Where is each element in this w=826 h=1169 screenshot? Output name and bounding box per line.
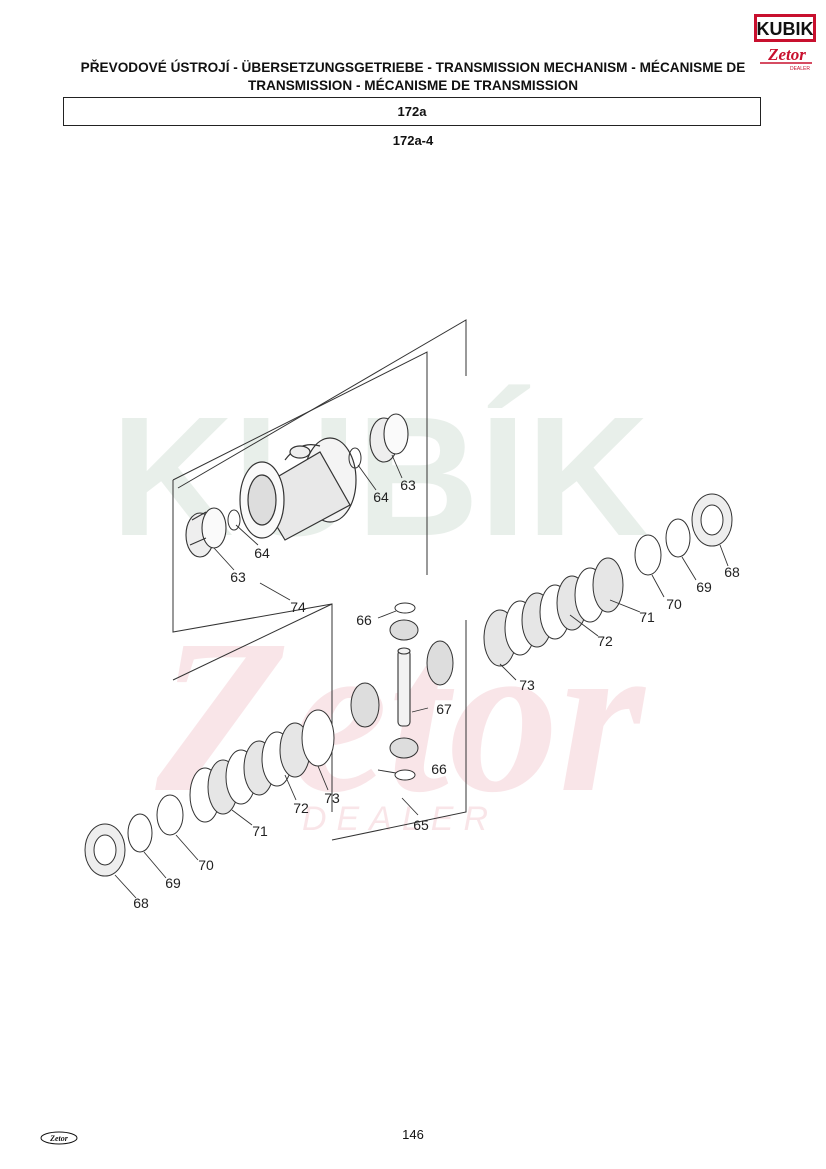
section-code-box: 172a <box>63 97 761 126</box>
spacer-70-right <box>634 534 662 576</box>
page-title-line-1: PŘEVODOVÉ ÚSTROJÍ - ÜBERSETZUNGSGETRIEBE… <box>80 60 746 75</box>
callout-69-right: 69 <box>696 579 712 595</box>
bearing-68-right <box>691 493 733 547</box>
callout-64-right: 64 <box>373 489 389 505</box>
callout-70-left: 70 <box>198 857 214 873</box>
spacer-70-left <box>156 794 184 836</box>
section-code: 172a <box>397 104 427 119</box>
bearing-63-right <box>369 413 409 463</box>
footer-zetor-logo: Zetor <box>40 1131 78 1145</box>
callout-67: 67 <box>436 701 452 717</box>
callout-70-right: 70 <box>666 596 682 612</box>
bearing-68-left <box>84 823 126 877</box>
ring-64-right <box>348 447 362 469</box>
pinion-shaft-67 <box>397 647 411 727</box>
callout-69-left: 69 <box>165 875 181 891</box>
subsection-code: 172a-4 <box>392 133 434 148</box>
callout-63-right: 63 <box>400 477 416 493</box>
clutch-pack-left <box>189 709 335 823</box>
leader-lines <box>114 454 729 899</box>
differential-housing <box>239 437 357 541</box>
callout-73-left: 73 <box>324 790 340 806</box>
logo-brand-text: KUBIK <box>757 19 814 39</box>
planet-gear-top <box>389 602 419 641</box>
clutch-pack-right <box>483 557 624 667</box>
callout-65: 65 <box>413 817 429 833</box>
assembly-74-frame <box>172 319 467 841</box>
callout-66-bottom: 66 <box>431 761 447 777</box>
callout-73-right: 73 <box>519 677 535 693</box>
callout-72-right: 72 <box>597 633 613 649</box>
logo-sub-brand-text: Zetor <box>767 45 806 64</box>
side-gear-right <box>426 640 454 686</box>
circlip-69-right <box>665 518 691 558</box>
bearing-63-left <box>185 507 227 558</box>
kubik-zetor-logo: KUBIK Zetor DEALER <box>754 14 816 72</box>
planet-gear-bottom <box>389 737 419 781</box>
side-gear-left <box>350 682 380 728</box>
logo-dealer-text: DEALER <box>790 66 810 72</box>
page-number: 146 <box>402 1127 424 1142</box>
callout-68-left: 68 <box>133 895 149 911</box>
callout-71-right: 71 <box>639 609 655 625</box>
page-title: PŘEVODOVÉ ÚSTROJÍ - ÜBERSETZUNGSGETRIEBE… <box>60 59 766 95</box>
callout-64-left: 64 <box>254 545 270 561</box>
watermark-dealer-text: DEALER <box>302 800 498 838</box>
page-title-line-2: TRANSMISSION - MÉCANISME DE TRANSMISSION <box>247 78 579 93</box>
circlip-69-left <box>127 813 153 853</box>
callout-72-left: 72 <box>293 800 309 816</box>
callout-74: 74 <box>290 599 306 615</box>
footer-logo-text: Zetor <box>49 1134 69 1143</box>
ring-64-left <box>227 509 241 531</box>
callout-63-left: 63 <box>230 569 246 585</box>
callout-68-right: 68 <box>724 564 740 580</box>
callout-71-left: 71 <box>252 823 268 839</box>
callout-66-top: 66 <box>356 612 372 628</box>
